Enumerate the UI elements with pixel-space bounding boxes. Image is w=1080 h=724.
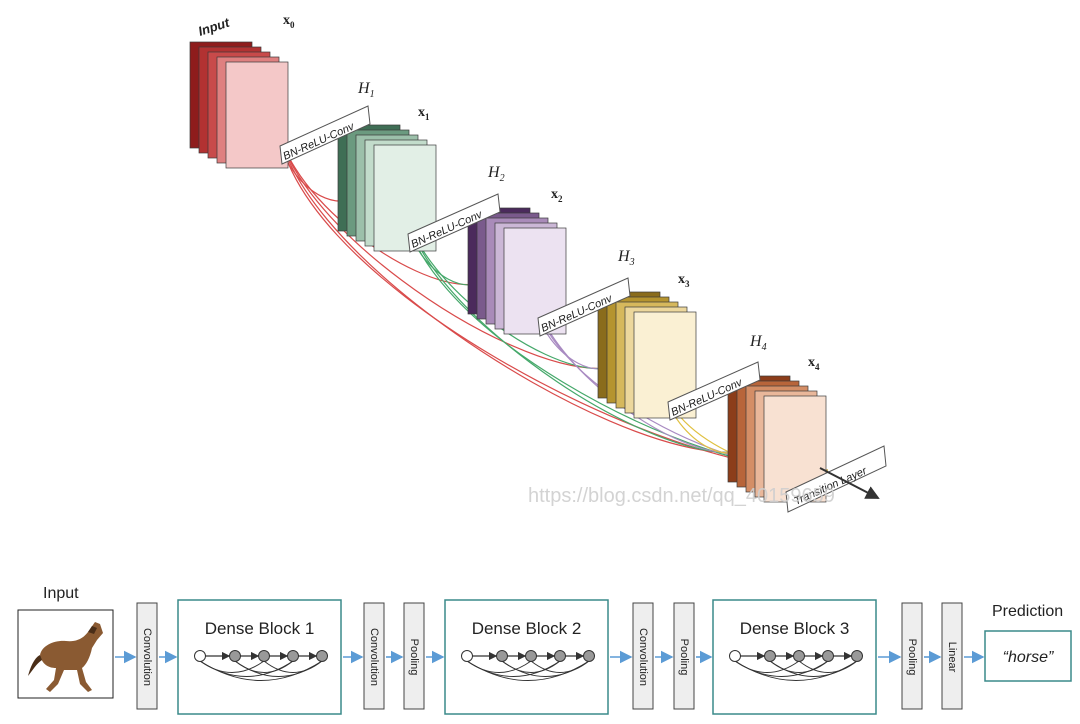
connection-curve [277, 109, 739, 453]
feature-map-layer [225, 61, 289, 169]
stage-linear-layer: Linear [941, 602, 963, 710]
stage-pooling-layer: Pooling [673, 602, 695, 710]
dense-block-node [764, 650, 776, 662]
dense-block-node [851, 650, 863, 662]
dense-block-node [194, 650, 206, 662]
stage-pooling-layer: Pooling [403, 602, 425, 710]
svg-text:x3: x3 [678, 272, 690, 289]
input-label-top: Input [196, 15, 231, 39]
stage-dense-block-3: Dense Block 3 [712, 599, 877, 715]
svg-text:H4: H4 [749, 333, 767, 353]
state-label-x4: x4 [808, 355, 820, 372]
dense-block-node [258, 650, 270, 662]
stage-label: Linear [946, 642, 958, 673]
dense-block-title: Dense Block 1 [205, 619, 315, 638]
watermark: https://blog.csdn.net/qq_40159659 [528, 485, 835, 507]
feature-map-stack-x0 [189, 41, 289, 169]
h-label-3: H3 [617, 248, 635, 268]
dense-block-3d-figure: Input x0 x1 x2 x3 x4 H1 H2 H3 H4 [189, 13, 887, 513]
dense-block-node [287, 650, 299, 662]
stage-convolution-layer: Convolution [363, 602, 385, 710]
dense-block-node [793, 650, 805, 662]
state-label-x0: x0 [283, 13, 295, 30]
pipeline-stages: Convolution Dense Block 1 Convolution Pooli… [115, 599, 985, 715]
dense-block-node [496, 650, 508, 662]
dense-block-node [554, 650, 566, 662]
dense-block-title: Dense Block 2 [472, 619, 582, 638]
h-label-4: H4 [749, 333, 767, 353]
h-label-2: H2 [487, 164, 505, 184]
svg-text:H3: H3 [617, 248, 635, 268]
svg-text:x0: x0 [283, 13, 295, 30]
stage-label: Pooling [408, 639, 420, 676]
horse-image [17, 609, 114, 699]
stage-label: Pooling [678, 639, 690, 676]
stage-label: Pooling [906, 639, 918, 676]
dense-block-node [525, 650, 537, 662]
feature-map-stacks [189, 41, 827, 503]
stage-label: Convolution [637, 628, 649, 686]
dense-block-title: Dense Block 3 [740, 619, 850, 638]
svg-text:H2: H2 [487, 164, 505, 184]
stage-label: Convolution [368, 628, 380, 686]
state-label-x2: x2 [551, 187, 563, 204]
stage-convolution-layer: Convolution [632, 602, 654, 710]
svg-text:x2: x2 [551, 187, 563, 204]
feature-map-stack-x4 [727, 375, 827, 503]
stage-convolution-layer: Convolution [136, 602, 158, 710]
stage-label: Convolution [141, 628, 153, 686]
stage-dense-block-2: Dense Block 2 [444, 599, 609, 715]
stage-pooling-layer: Pooling [901, 602, 923, 710]
svg-text:x4: x4 [808, 355, 820, 372]
feature-map-stack-x1 [337, 124, 437, 252]
stage-dense-block-1: Dense Block 1 [177, 599, 342, 715]
h-label-1: H1 [357, 80, 375, 100]
svg-text:x1: x1 [418, 105, 430, 122]
svg-text:H1: H1 [357, 80, 375, 100]
prediction-label: Prediction [992, 603, 1063, 620]
prediction-value: “horse” [1003, 649, 1054, 666]
dense-block-node [583, 650, 595, 662]
dense-block-connections [734, 651, 858, 681]
dense-block-connections [466, 651, 590, 681]
feature-map-stack-x2 [467, 207, 567, 335]
input-label: Input [43, 585, 79, 602]
dense-block-node [729, 650, 741, 662]
prediction-box: “horse” [984, 630, 1072, 682]
dense-block-node [461, 650, 473, 662]
state-label-x1: x1 [418, 105, 430, 122]
dense-block-node [229, 650, 241, 662]
dense-block-connections [199, 651, 323, 681]
dense-block-node [316, 650, 328, 662]
state-label-x3: x3 [678, 272, 690, 289]
dense-block-node [822, 650, 834, 662]
